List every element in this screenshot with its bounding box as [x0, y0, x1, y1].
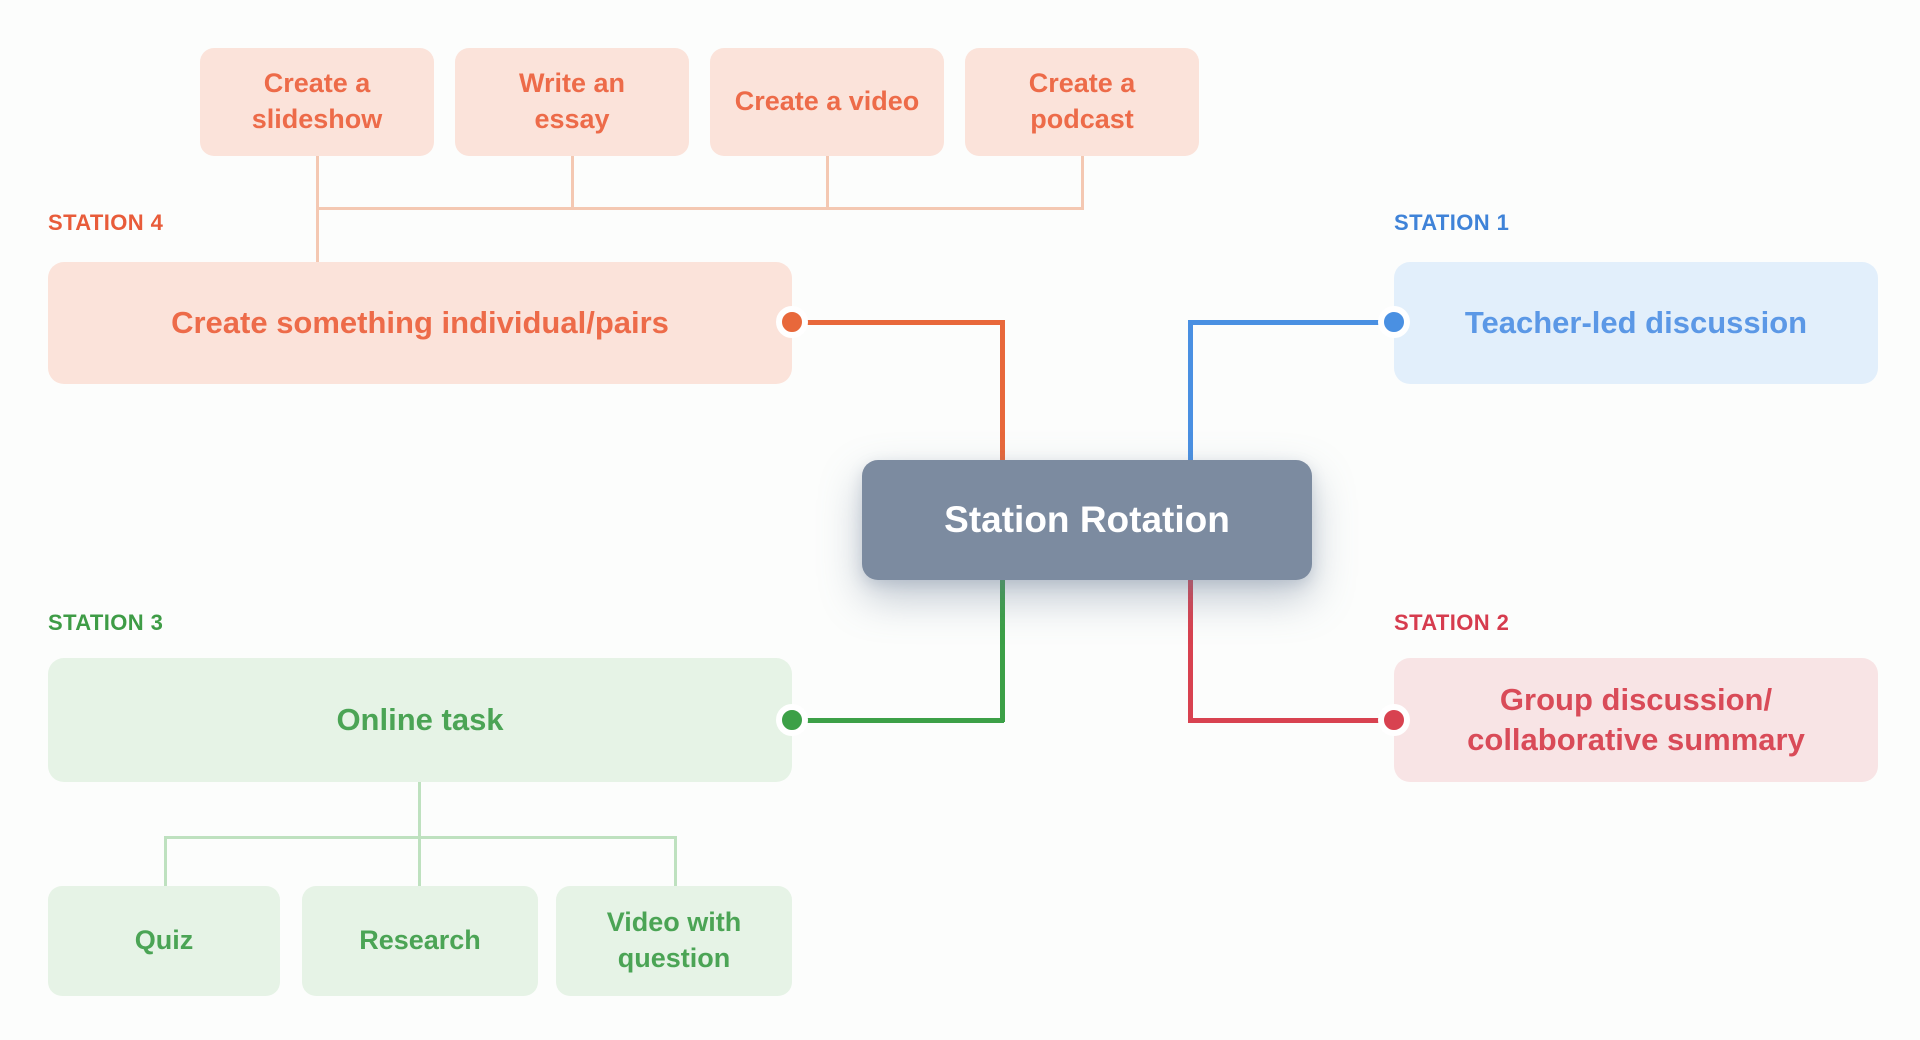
s3-child2-text: Research — [359, 925, 481, 956]
station-2-connector-h — [1188, 718, 1394, 723]
s3-child1-stub-line — [164, 836, 167, 886]
station-1-connector-dot — [1378, 306, 1410, 338]
station-4-label: STATION 4 — [48, 210, 164, 235]
station-3-connector-v — [1000, 576, 1005, 722]
s4-child3-stub-line — [826, 156, 829, 210]
s3-child-research[interactable]: Research — [302, 886, 538, 996]
station-1-connector-v — [1188, 320, 1193, 464]
station-4-connector-v — [1000, 320, 1005, 464]
station-4-title: Create something individual/pairs — [171, 304, 669, 340]
central-node[interactable]: Station Rotation — [862, 460, 1312, 580]
station-2-node[interactable]: Group discussion/ collaborative summary — [1394, 658, 1878, 782]
station-3-title: Online task — [336, 701, 504, 737]
station-2-connector-v — [1188, 576, 1193, 722]
station-3-connector-dot — [776, 704, 808, 736]
s3-child-video-question[interactable]: Video with question — [556, 886, 792, 996]
station-3-node[interactable]: Online task — [48, 658, 792, 782]
s4-child4-stub-line — [1081, 156, 1084, 210]
s4-child-create-slideshow[interactable]: Create a slideshow — [200, 48, 434, 156]
station-1-title: Teacher-led discussion — [1464, 304, 1808, 340]
s3-child1-text: Quiz — [134, 925, 194, 956]
s4-trunk-line — [316, 207, 319, 264]
station-1-node[interactable]: Teacher-led discussion — [1394, 262, 1878, 384]
s4-child3-text: Create a video — [734, 86, 920, 117]
s3-child3-text: Video with question — [606, 907, 742, 973]
s3-child3-stub-line — [674, 836, 677, 886]
s4-children-rail-line — [316, 207, 1084, 210]
s4-child2-stub-line — [571, 156, 574, 210]
station-3-label: STATION 3 — [48, 610, 164, 635]
station-1-connector-h — [1188, 320, 1394, 325]
s3-trunk-line — [418, 782, 421, 838]
s3-child2-stub-line — [418, 836, 421, 886]
s4-child1-text: Create a slideshow — [251, 68, 383, 134]
station-3-connector-h — [792, 718, 1004, 723]
s4-child-write-essay[interactable]: Write an essay — [455, 48, 689, 156]
station-4-connector-dot — [776, 306, 808, 338]
station-4-connector-h — [792, 320, 1004, 325]
s4-child2-text: Write an essay — [518, 68, 626, 134]
central-node-title: Station Rotation — [944, 499, 1230, 540]
station-2-title: Group discussion/ collaborative summary — [1467, 681, 1805, 757]
s4-child-create-video[interactable]: Create a video — [710, 48, 944, 156]
station-2-connector-dot — [1378, 704, 1410, 736]
station-1-label: STATION 1 — [1394, 210, 1510, 235]
s4-child1-stub-line — [316, 156, 319, 210]
s4-child-create-podcast[interactable]: Create a podcast — [965, 48, 1199, 156]
s3-child-quiz[interactable]: Quiz — [48, 886, 280, 996]
station-4-node[interactable]: Create something individual/pairs — [48, 262, 792, 384]
s4-child4-text: Create a podcast — [1028, 68, 1136, 134]
station-2-label: STATION 2 — [1394, 610, 1510, 635]
